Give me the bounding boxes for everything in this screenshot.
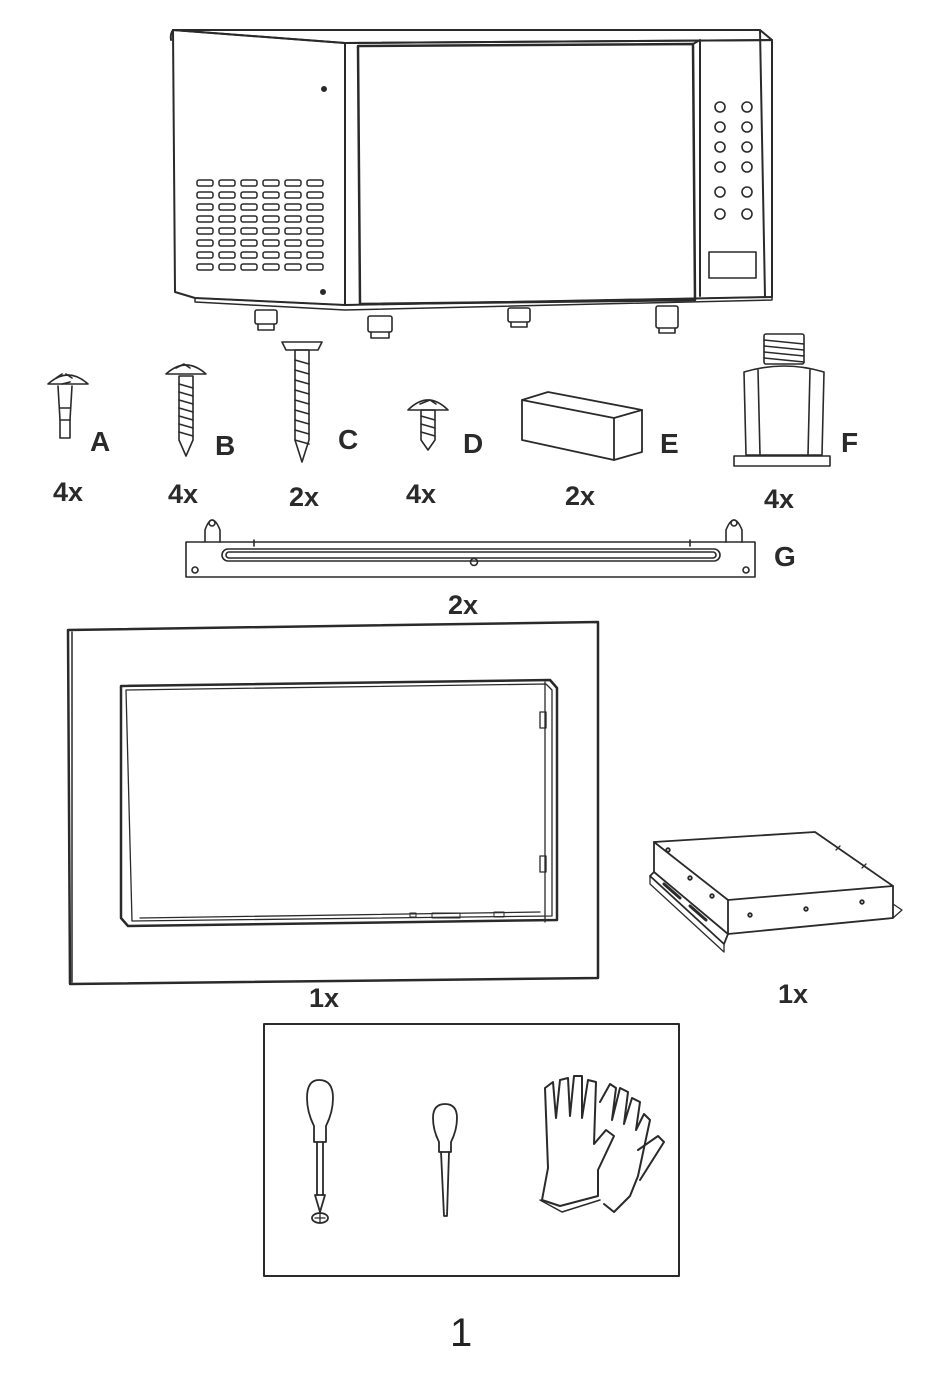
part-g-rail-illustration [186, 520, 755, 577]
awl-icon [433, 1104, 457, 1216]
part-f-label: F [841, 429, 858, 457]
part-c-screw-illustration [282, 342, 322, 462]
part-f-foot-illustration [734, 334, 830, 466]
part-a-label: A [90, 428, 110, 456]
trim-frame-quantity: 1x [309, 985, 339, 1012]
tools-panel [264, 1024, 679, 1276]
mounting-box-quantity: 1x [778, 981, 808, 1008]
mounting-box-illustration [650, 832, 902, 952]
part-a-quantity: 4x [53, 479, 83, 506]
trim-frame-illustration [68, 622, 598, 984]
phillips-screwdriver-icon [307, 1080, 333, 1223]
part-c-label: C [338, 426, 358, 454]
part-f-quantity: 4x [764, 486, 794, 513]
part-d-screw-illustration [408, 400, 448, 450]
part-d-quantity: 4x [406, 481, 436, 508]
part-a-screw-illustration [48, 374, 88, 438]
part-b-quantity: 4x [168, 481, 198, 508]
part-b-screw-illustration [166, 364, 206, 456]
part-b-label: B [215, 432, 235, 460]
part-d-label: D [463, 430, 483, 458]
part-e-label: E [660, 430, 679, 458]
part-c-quantity: 2x [289, 484, 319, 511]
part-e-quantity: 2x [565, 483, 595, 510]
part-e-block-illustration [522, 392, 642, 460]
figure-number: 1 [450, 1313, 472, 1353]
microwave-oven-illustration [171, 30, 772, 338]
part-g-label: G [774, 543, 796, 571]
part-g-quantity: 2x [448, 592, 478, 619]
gloves-icon [540, 1076, 664, 1212]
